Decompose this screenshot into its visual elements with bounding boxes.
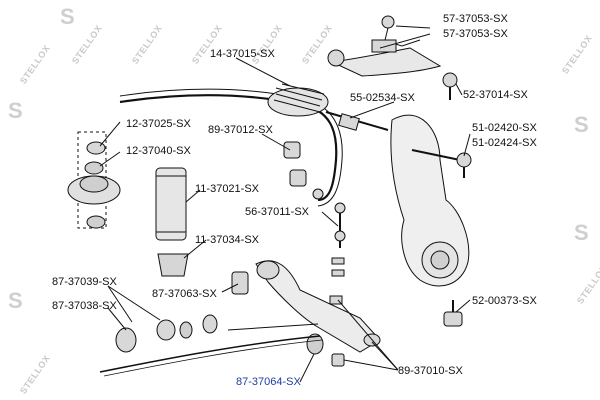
- watermark-logo-right: S: [574, 112, 589, 137]
- part-label[interactable]: 87-37038-SX: [52, 300, 117, 312]
- part-label[interactable]: 89-37010-SX: [398, 365, 463, 377]
- part-label[interactable]: 11-37034-SX: [195, 234, 260, 246]
- part-label[interactable]: 12-37025-SX: [126, 118, 191, 130]
- part-label[interactable]: 14-37015-SX: [210, 48, 275, 60]
- part-label[interactable]: 87-37039-SX: [52, 276, 117, 288]
- part-label[interactable]: 57-37053-SX: [443, 28, 508, 40]
- part-label[interactable]: 89-37012-SX: [208, 124, 273, 136]
- part-label[interactable]: 51-02424-SX: [472, 137, 537, 149]
- part-label[interactable]: 51-02420-SX: [472, 122, 537, 134]
- part-label[interactable]: 52-00373-SX: [472, 295, 537, 307]
- part-label[interactable]: 12-37040-SX: [126, 145, 191, 157]
- part-label[interactable]: 56-37011-SX: [245, 206, 310, 218]
- watermark-logo-left-bottom: S: [8, 288, 23, 313]
- part-label[interactable]: 87-37063-SX: [152, 288, 217, 300]
- part-label[interactable]: 11-37021-SX: [195, 183, 260, 195]
- part-label[interactable]: 57-37053-SX: [443, 13, 508, 25]
- watermark-logo-right-bottom: S: [574, 220, 589, 245]
- watermark-logo-top: S: [60, 4, 75, 29]
- part-label-highlighted[interactable]: 87-37064-SX: [236, 376, 301, 388]
- part-label[interactable]: 52-37014-SX: [463, 89, 528, 101]
- watermark-logo-left: S: [8, 98, 23, 123]
- part-label[interactable]: 55-02534-SX: [350, 92, 415, 104]
